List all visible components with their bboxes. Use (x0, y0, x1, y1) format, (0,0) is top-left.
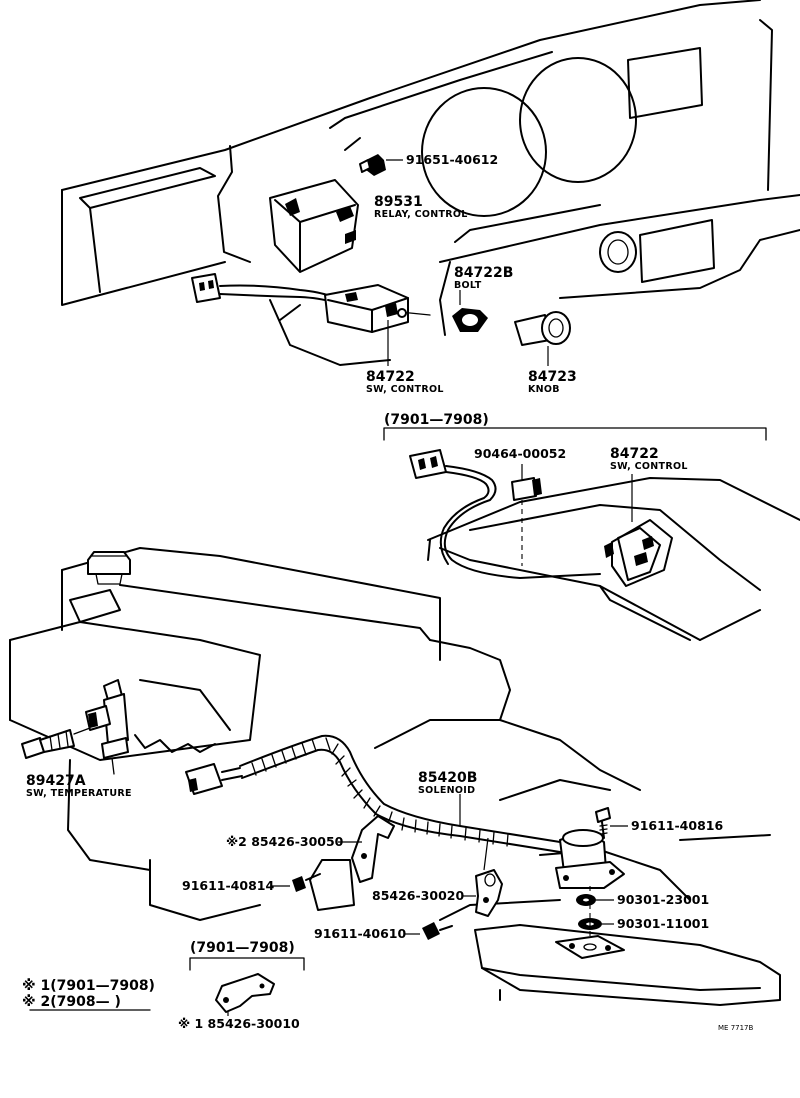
inset-range-label: (7901—7908) (384, 412, 489, 428)
callout-solenoid-part: 85420B (418, 770, 477, 786)
callout-inset-sw-name: SW, CONTROL (610, 461, 688, 472)
callout-sw-control-name: SW, CONTROL (366, 384, 444, 395)
callout-clamp: 85426-30020 (372, 888, 464, 903)
callout-relay-part: 89531 (374, 194, 423, 210)
callout-washer1: 90301-23001 (617, 892, 709, 907)
clamp-icon (475, 869, 503, 917)
switch-harness (191, 273, 333, 303)
control-switch (324, 284, 431, 333)
callout-knob-name: KNOB (528, 384, 560, 395)
callout-bracket1: ※ 1 85426-30010 (178, 1016, 300, 1031)
callout-bolt-clamp: 91611-40610 (314, 926, 406, 941)
note-1: ※ 1(7901—7908) (22, 978, 155, 994)
bolt-clamp-icon (422, 922, 453, 940)
inset-bracket (383, 427, 767, 441)
callout-sw-temp-name: SW, TEMPERATURE (26, 788, 132, 799)
temperature-switch (21, 679, 129, 775)
callout-bracket2: ※2 85426-30050 (226, 834, 344, 849)
callout-bolt-solenoid: 91611-40816 (631, 818, 723, 833)
instrument-panel (61, 0, 800, 366)
callout-screw-top: 91651-40612 (406, 152, 498, 167)
callout-bolt-name: BOLT (454, 280, 482, 291)
knob-icon (514, 311, 571, 346)
callout-bolt-part: 84722B (454, 265, 513, 281)
callout-washer2: 90301-11001 (617, 916, 709, 931)
washer-1-icon (576, 894, 596, 906)
callout-inset-sw-part: 84722 (610, 446, 659, 462)
lower-range-bracket (189, 957, 305, 971)
bolt-bracket2-icon (292, 873, 321, 892)
reference-code: ME 7717B (718, 1024, 754, 1032)
inset-switch (604, 519, 673, 587)
solenoid-cable (185, 734, 625, 889)
callout-sw-temp-part: 89427A (26, 773, 86, 789)
callout-relay-name: RELAY, CONTROL (374, 209, 468, 220)
inset-harness (409, 449, 601, 579)
clip-icon (511, 477, 542, 501)
callout-knob-part: 84723 (528, 369, 577, 385)
bracket-2 (351, 815, 395, 883)
callout-bolt-bracket2: 91611-40814 (182, 878, 274, 893)
callout-solenoid-name: SOLENOID (418, 785, 475, 796)
gasket-icon (555, 935, 625, 959)
engine-block (9, 547, 781, 1006)
relay-control (269, 179, 359, 273)
callout-inset-clip: 90464-00052 (474, 446, 566, 461)
note-2: ※ 2(7908— ) (22, 994, 121, 1010)
bracket-1 (215, 973, 275, 1013)
inset-console (427, 477, 800, 641)
callout-sw-control-part: 84722 (366, 369, 415, 385)
bolt-solenoid-icon (595, 807, 611, 839)
bolt-icon (452, 308, 488, 332)
lower-range-label: (7901—7908) (190, 940, 295, 956)
screw-top-icon (359, 154, 386, 176)
